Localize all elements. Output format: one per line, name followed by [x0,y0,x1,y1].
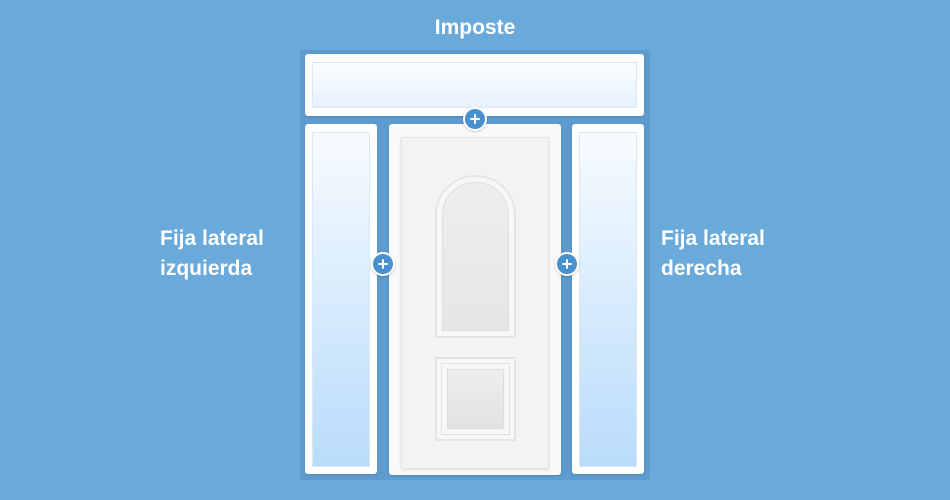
add-right-sidelight-plus-icon[interactable] [555,252,579,276]
door-panel [389,124,561,475]
arched-window-frame [435,175,516,338]
left-sidelight-label: Fija lateral izquierda [160,224,264,284]
add-left-sidelight-plus-icon[interactable] [371,252,395,276]
arched-window-glass [442,182,509,331]
left-sidelight-panel[interactable] [305,124,377,474]
left-sidelight-glass [312,132,370,467]
door-leaf [401,137,549,469]
right-sidelight-label-line2: derecha [661,257,742,280]
right-sidelight-label: Fija lateral derecha [661,224,765,284]
left-sidelight-label-line1: Fija lateral [160,227,264,250]
right-sidelight-label-line1: Fija lateral [661,227,765,250]
lower-square-panel [435,357,516,441]
transom-glass [312,62,637,108]
add-transom-plus-icon[interactable] [463,107,487,131]
lower-square-glass [447,369,504,429]
lower-square-inner-frame [441,363,510,435]
transom-label-text: Imposte [434,16,516,39]
right-sidelight-panel[interactable] [572,124,644,474]
transom-panel[interactable] [305,54,644,116]
left-sidelight-label-line2: izquierda [160,257,253,280]
right-sidelight-glass [579,132,637,467]
transom-label: Imposte [0,13,950,43]
